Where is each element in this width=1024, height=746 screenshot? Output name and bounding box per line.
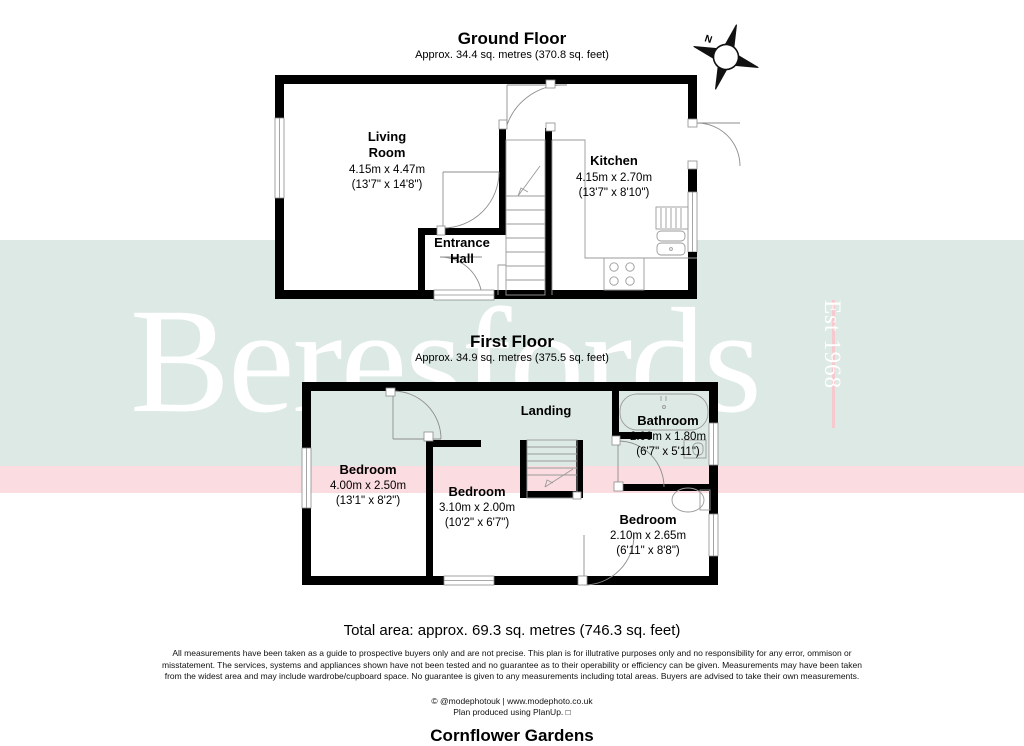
kitchen-window-right xyxy=(687,191,698,253)
door-rear-kitchen xyxy=(696,122,741,167)
bedroom2-window-bottom xyxy=(443,575,495,586)
svg-text:4.15m x 4.47m: 4.15m x 4.47m xyxy=(349,164,425,176)
total-area-text: Total area: approx. 69.3 sq. metres (746… xyxy=(343,622,681,639)
compass-rose: N xyxy=(693,24,759,90)
kitchen-fixtures xyxy=(603,206,689,291)
svg-text:Entrance: Entrance xyxy=(434,235,490,250)
ground-floor-area: Approx. 34.4 sq. metres (370.8 sq. feet) xyxy=(415,49,609,61)
credit-photographer: © @modephotouk | www.modephoto.co.uk xyxy=(431,696,593,706)
disclaimer-text: All measurements have been taken as a gu… xyxy=(162,648,862,681)
credit-block: © @modephotouk | www.modephoto.co.uk Pla… xyxy=(0,696,1024,718)
door-living-room xyxy=(442,171,500,229)
first-floor-area: Approx. 34.9 sq. metres (375.5 sq. feet) xyxy=(415,352,609,364)
living-room-window-left xyxy=(274,117,285,199)
svg-text:Room: Room xyxy=(369,145,406,160)
door-bedroom3 xyxy=(583,534,635,586)
ground-floor-staircase xyxy=(505,139,546,296)
svg-text:Kitchen: Kitchen xyxy=(590,153,638,168)
ground-floor-title: Ground Floor xyxy=(457,29,567,48)
brand-band-pink xyxy=(0,466,1024,493)
svg-text:Hall: Hall xyxy=(450,251,474,266)
label-entrance-hall: Entrance Hall xyxy=(434,235,490,266)
svg-text:(13'7" x 8'10"): (13'7" x 8'10") xyxy=(579,187,650,199)
property-address: Cornflower Gardens xyxy=(430,726,594,745)
label-living-room: Living Room 4.15m x 4.47m (13'7" x 14'8"… xyxy=(349,129,425,191)
svg-text:(13'1" x 8'2"): (13'1" x 8'2") xyxy=(336,495,401,507)
first-floor-title: First Floor xyxy=(469,332,555,351)
svg-text:4.15m x 2.70m: 4.15m x 2.70m xyxy=(576,172,652,184)
svg-text:Living: Living xyxy=(368,129,406,144)
svg-text:(6'11" x 8'8"): (6'11" x 8'8") xyxy=(616,545,680,557)
svg-text:2.10m x 2.65m: 2.10m x 2.65m xyxy=(610,530,686,542)
label-kitchen: Kitchen 4.15m x 2.70m (13'7" x 8'10") xyxy=(576,153,652,199)
compass-north-label: N xyxy=(703,33,713,46)
bedroom3-window-right xyxy=(708,513,719,557)
ground-floor-plan: Living Room 4.15m x 4.47m (13'7" x 14'8"… xyxy=(274,24,759,301)
svg-text:3.10m x 2.00m: 3.10m x 2.00m xyxy=(439,502,515,514)
svg-text:(13'7" x 14'8"): (13'7" x 14'8") xyxy=(352,179,423,191)
svg-text:(10'2" x 6'7"): (10'2" x 6'7") xyxy=(445,517,510,529)
label-bedroom-3: Bedroom 2.10m x 2.65m (6'11" x 8'8") xyxy=(610,512,686,557)
svg-text:Bedroom: Bedroom xyxy=(619,512,676,527)
credit-plan-software: Plan produced using PlanUp. □ xyxy=(453,707,571,717)
door-kitchen xyxy=(506,84,568,126)
watermark-divider xyxy=(832,300,835,428)
